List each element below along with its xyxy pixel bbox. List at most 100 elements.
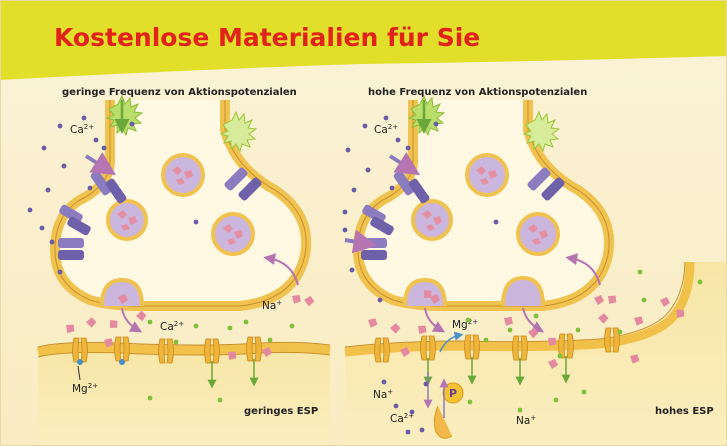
- right-receptors: [374, 327, 620, 386]
- right-postsynaptic-cell: [345, 262, 727, 446]
- left-ca-cleft-label: Ca2+: [160, 320, 184, 333]
- ion-dot: [362, 123, 368, 129]
- right-heading: hohe Frequenz von Aktionspotenzialen: [368, 87, 587, 98]
- left-panel: geringe Frequenz von Aktionspotenzialen: [36, 87, 331, 446]
- ion-dot: [637, 269, 643, 275]
- left-action-potential-spark-2: [219, 110, 258, 153]
- ion-dot: [227, 325, 233, 331]
- transmitter-molecule: [304, 295, 315, 307]
- svg-text:P: P: [449, 387, 457, 400]
- transmitter-molecule: [66, 324, 75, 333]
- right-ca-channel-1: [393, 170, 430, 204]
- ion-dot: [383, 115, 389, 121]
- ion-dot: [517, 407, 523, 413]
- ion-dot: [41, 145, 47, 151]
- left-receptors: [72, 336, 262, 389]
- ion-dot: [87, 185, 93, 191]
- ion-dot: [93, 137, 99, 143]
- transmitter-molecule: [630, 354, 640, 364]
- right-mg-exit-arrow: [439, 331, 464, 353]
- ion-dot: [45, 187, 51, 193]
- left-vesicle-1: [161, 153, 205, 197]
- ion-dot: [533, 313, 539, 319]
- mg-ion: [77, 359, 83, 365]
- transmitter-molecule: [104, 338, 114, 348]
- left-postsynaptic-cell: [38, 347, 330, 446]
- transmitter-molecule: [608, 295, 617, 304]
- right-mg-label: Mg2+: [452, 318, 478, 331]
- ion-dot: [493, 219, 499, 225]
- right-na-left-label: Na+: [373, 388, 393, 401]
- left-release-arrow: [121, 307, 143, 333]
- ion-dot: [81, 115, 87, 121]
- transmitter-molecule: [594, 295, 604, 305]
- receptor-closed: [158, 338, 174, 364]
- left-postsynaptic-membrane: [36, 342, 331, 357]
- receptor-open: [204, 338, 220, 389]
- left-ca-channel-1: [90, 170, 127, 204]
- ion-dot: [381, 379, 387, 385]
- transmitter-molecule: [228, 351, 237, 360]
- ion-dot: [465, 317, 471, 323]
- ion-dot: [217, 397, 223, 403]
- ion-dot: [39, 225, 45, 231]
- phosphate-badge: P: [442, 382, 464, 404]
- left-vesicle-3: [211, 212, 255, 256]
- transmitter-molecule: [660, 297, 670, 307]
- ion-dot: [433, 121, 439, 127]
- ion-dot: [507, 327, 513, 333]
- right-transmitters: [368, 290, 685, 369]
- left-vesicle-2: [106, 199, 148, 241]
- right-reuptake-arrow: [565, 253, 601, 286]
- ion-dot: [395, 137, 401, 143]
- transmitter-molecule: [504, 316, 513, 326]
- right-ca-influx-arrow-1: [388, 152, 421, 176]
- right-vesicle-2: [411, 199, 453, 241]
- left-ca-channel-2: [59, 204, 91, 236]
- left-heading: geringe Frequenz von Aktionspotenzialen: [62, 87, 297, 98]
- ion-dot: [575, 327, 581, 333]
- ion-dot: [365, 167, 371, 173]
- right-release-arrow-2: [522, 307, 545, 333]
- left-na-label: Na+: [262, 299, 282, 312]
- ion-dot: [49, 239, 55, 245]
- left-ca-label: Ca2+: [70, 123, 94, 136]
- receptor-closed: [374, 337, 390, 363]
- ion-dot: [27, 207, 33, 213]
- ion-dot: [389, 185, 395, 191]
- receptor-open: [464, 334, 480, 385]
- transmitter-molecule: [136, 310, 147, 322]
- transmitter-molecule: [390, 323, 401, 334]
- mg-ion: [119, 359, 125, 365]
- left-transmitters: [66, 294, 315, 360]
- transmitter-molecule: [548, 359, 558, 369]
- ion-dot: [193, 323, 199, 329]
- ion-dot: [617, 329, 623, 335]
- right-vesicle-1: [465, 153, 509, 197]
- ion-dot: [267, 337, 273, 343]
- right-ca-channel-4: [527, 167, 565, 201]
- receptor-closed: [604, 327, 620, 353]
- transmitter-molecule: [368, 318, 378, 328]
- left-reuptake-arrow: [263, 253, 299, 286]
- ion-dot: [243, 319, 249, 325]
- transmitter-molecule: [430, 294, 440, 304]
- ion-dot: [377, 297, 383, 303]
- ion-dot: [351, 187, 357, 193]
- ion-dot: [57, 269, 63, 275]
- right-ca-post-label: Ca2+: [390, 412, 414, 425]
- ion-dot: [61, 163, 67, 169]
- left-result-label: geringes ESP: [244, 406, 318, 417]
- transmitter-molecule: [262, 347, 272, 357]
- ion-dot: [57, 123, 63, 129]
- ion-dot: [393, 403, 399, 409]
- transmitter-molecule: [400, 347, 410, 357]
- ion-dot: [405, 429, 411, 435]
- receptor-open: [246, 336, 262, 387]
- page-title: Kostenlose Materialien für Sie: [54, 23, 480, 52]
- ion-dot: [173, 339, 179, 345]
- ion-dot: [423, 381, 429, 387]
- left-fusing-vesicle: [100, 277, 144, 307]
